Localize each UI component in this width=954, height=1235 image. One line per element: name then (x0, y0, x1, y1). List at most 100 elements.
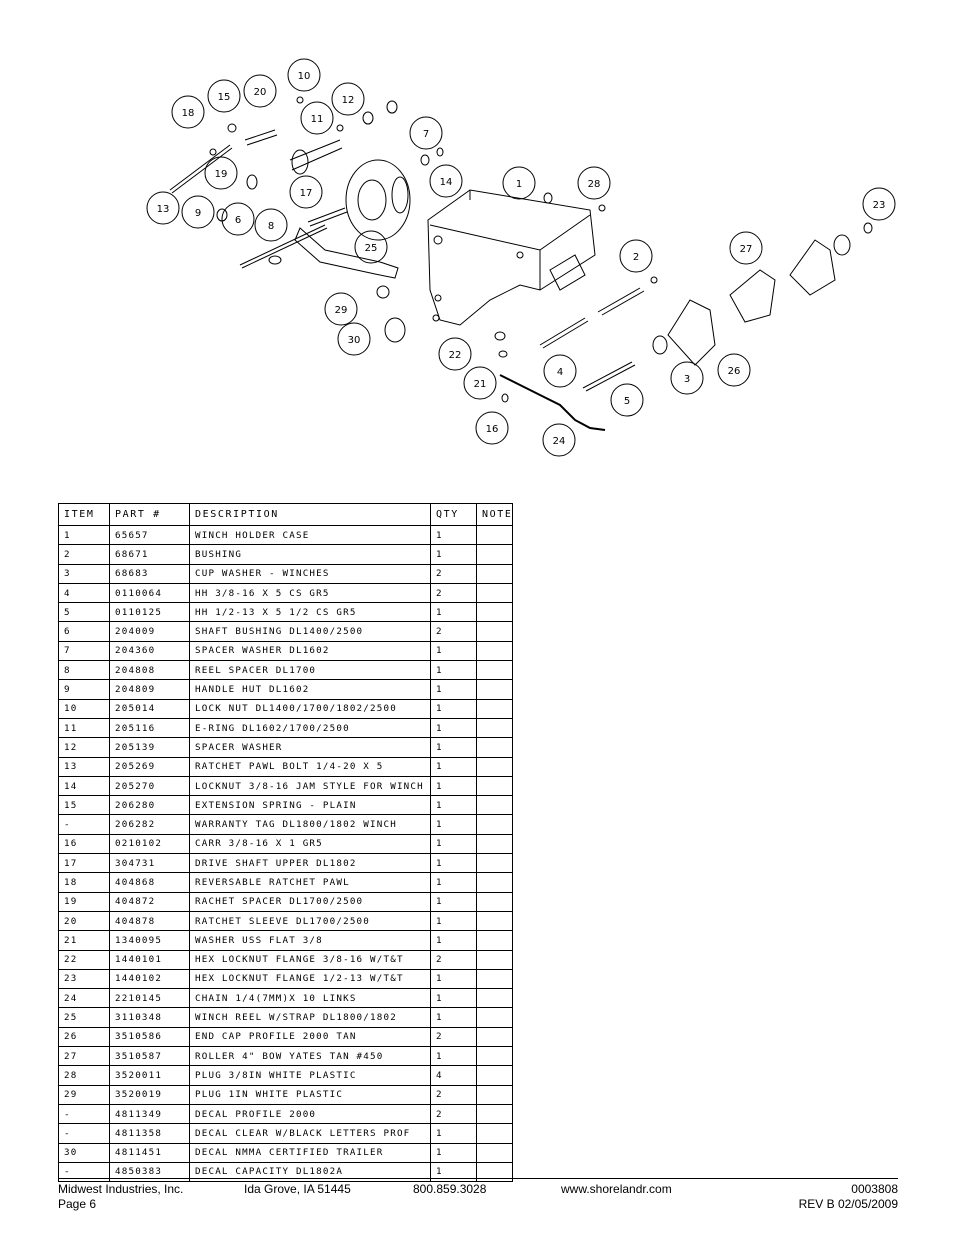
qty-cell: 2 (430, 563, 477, 584)
item-cell: 5 (58, 602, 110, 623)
item-cell: 27 (58, 1046, 110, 1067)
callout-13: 13 (146, 191, 180, 225)
qty-cell: 2 (430, 1103, 477, 1125)
callout-bubble (463, 366, 497, 400)
qty-cell: 1 (430, 1046, 477, 1067)
callout-bubble (337, 322, 371, 356)
qty-cell: 1 (430, 756, 477, 777)
part-number-cell: 404868 (109, 872, 190, 893)
description-cell: ROLLER 4" BOW YATES TAN #450 (189, 1046, 431, 1067)
callout-bubble (287, 58, 321, 92)
item-cell: 18 (58, 872, 110, 893)
item-cell: 17 (58, 853, 110, 874)
note-cell (475, 814, 514, 835)
qty-cell: 1 (430, 717, 477, 739)
note-cell (475, 1161, 514, 1183)
part-number-cell: 404872 (109, 891, 190, 912)
item-cell: 1 (58, 524, 110, 546)
description-cell: DECAL CLEAR W/BLACK LETTERS PROF (189, 1123, 431, 1144)
part-number-cell: 1340095 (109, 930, 190, 951)
qty-cell: 1 (430, 1007, 477, 1028)
qty-cell: 1 (430, 544, 477, 565)
callout-bubble (243, 74, 277, 108)
part-number-cell: 304731 (109, 853, 190, 874)
description-cell: CHAIN 1/4(7MM)X 10 LINKS (189, 988, 431, 1009)
description-cell: CUP WASHER - WINCHES (189, 563, 431, 584)
note-cell (475, 1007, 514, 1028)
callout-bubble (146, 191, 180, 225)
chain-drawing (499, 374, 606, 431)
item-cell: 24 (58, 988, 110, 1009)
callout-bubble (204, 156, 238, 190)
qty-cell: 1 (430, 833, 477, 855)
item-cell: 16 (58, 833, 110, 855)
part-number-cell: 205116 (109, 717, 190, 739)
callout-number: 21 (474, 379, 487, 390)
callout-number: 19 (215, 169, 228, 180)
item-cell: 6 (58, 621, 110, 642)
callout-bubble (670, 361, 704, 395)
description-cell: HH 1/2-13 X 5 1/2 CS GR5 (189, 602, 431, 623)
item-cell: 30 (58, 1142, 110, 1163)
note-cell (475, 872, 514, 893)
callout-25: 25 (354, 230, 388, 264)
description-cell: DRIVE SHAFT UPPER DL1802 (189, 853, 431, 874)
callout-2: 2 (619, 239, 653, 273)
part-number-cell: 68683 (109, 563, 190, 584)
footer-city: Ida Grove, IA 51445 (244, 1182, 351, 1196)
callout-number: 16 (486, 424, 499, 435)
callout-number: 12 (342, 95, 355, 106)
callout-number: 2 (633, 252, 639, 263)
callout-bubble (610, 383, 644, 417)
note-cell (475, 544, 514, 565)
note-cell (475, 930, 514, 951)
callout-bubble (181, 195, 215, 229)
part-number-cell: 404878 (109, 910, 190, 932)
note-cell (475, 795, 514, 816)
description-cell: WINCH HOLDER CASE (189, 524, 431, 546)
description-cell: SPACER WASHER (189, 737, 431, 758)
qty-cell: 1 (430, 1142, 477, 1163)
part-number-cell: 204809 (109, 679, 190, 700)
footer-phone: 800.859.3028 (413, 1182, 487, 1196)
part-number-cell: 1440102 (109, 968, 190, 990)
note-cell (475, 679, 514, 700)
part-number-cell: 205014 (109, 698, 190, 719)
description-cell: END CAP PROFILE 2000 TAN (189, 1026, 431, 1048)
item-cell: 12 (58, 737, 110, 758)
callout-24: 24 (542, 423, 576, 457)
header-note: NOTE (475, 503, 514, 526)
part-number-cell: 65657 (109, 524, 190, 546)
part-number-cell: 0110125 (109, 602, 190, 623)
note-cell (475, 717, 514, 739)
callout-number: 30 (348, 335, 361, 346)
note-cell (475, 775, 514, 797)
note-cell (475, 853, 514, 874)
callout-bubble (354, 230, 388, 264)
callout-bubble (289, 175, 323, 209)
callout-29: 29 (324, 292, 358, 326)
part-number-cell: 0210102 (109, 833, 190, 855)
qty-cell: 2 (430, 621, 477, 642)
callout-28: 28 (577, 166, 611, 200)
note-cell (475, 756, 514, 777)
callout-bubble (254, 208, 288, 242)
description-cell: WARRANTY TAG DL1800/1802 WINCH (189, 814, 431, 835)
item-cell: 11 (58, 717, 110, 739)
callout-bubble (221, 202, 255, 236)
callout-17: 17 (289, 175, 323, 209)
callout-number: 29 (335, 305, 348, 316)
qty-cell: 1 (430, 698, 477, 719)
callout-18: 18 (171, 95, 205, 129)
item-cell: 22 (58, 949, 110, 970)
winch-reel-drawing (345, 159, 411, 241)
part-number-cell: 3510587 (109, 1046, 190, 1067)
qty-cell: 1 (430, 988, 477, 1009)
part-number-cell: 1440101 (109, 949, 190, 970)
